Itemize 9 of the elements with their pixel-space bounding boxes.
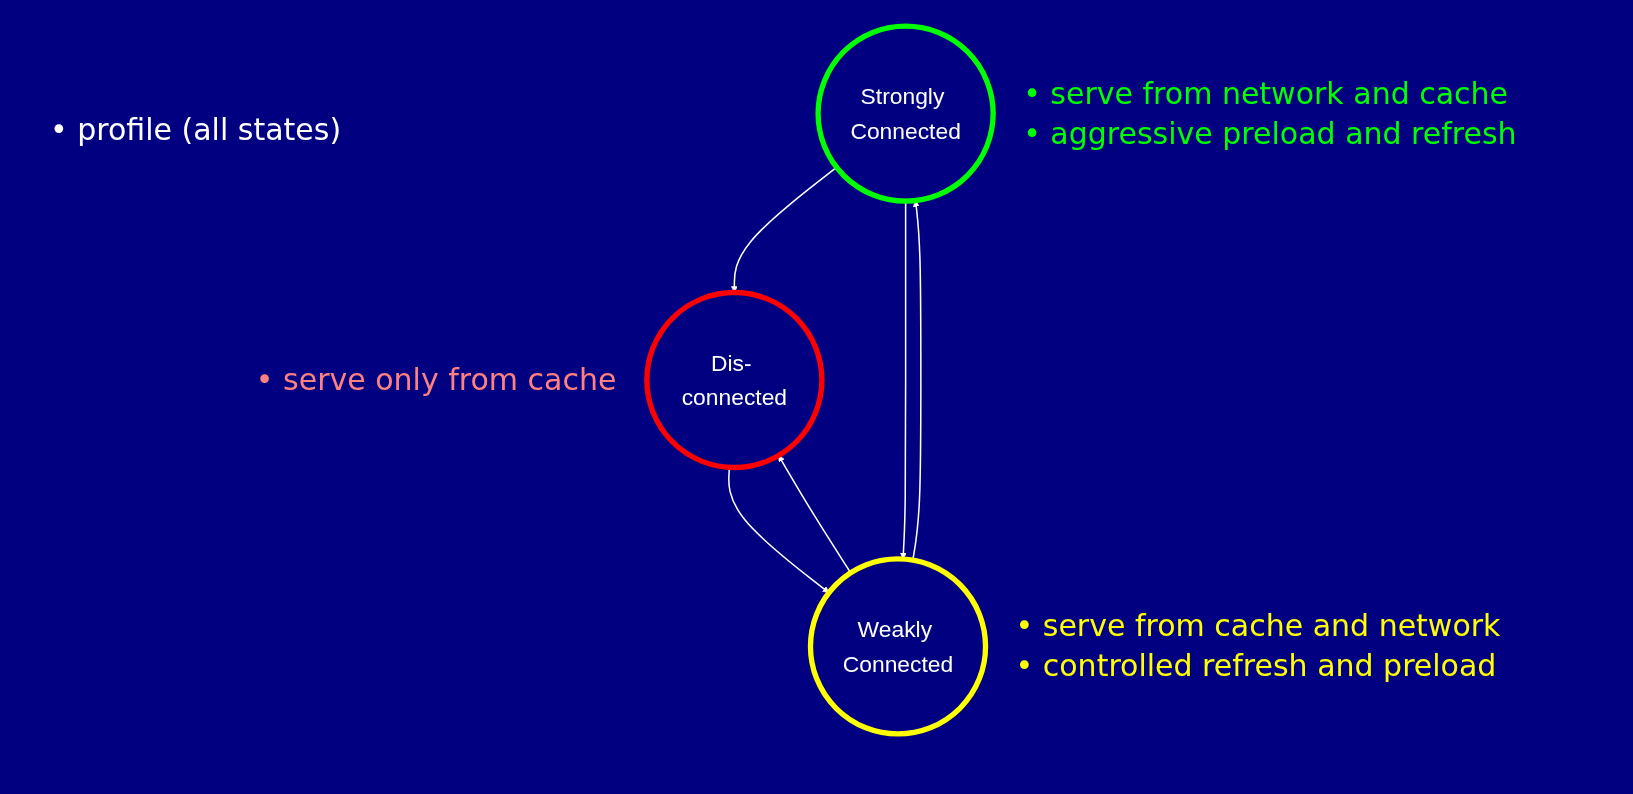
bullet-text: • controlled refresh and preload bbox=[1015, 647, 1497, 686]
note-text: • profile (all states) bbox=[50, 111, 342, 149]
node-circle: Weakly Connected bbox=[807, 556, 989, 737]
bullet-text: • serve from cache and network bbox=[1015, 607, 1501, 646]
node-circle: Dis- connected bbox=[644, 289, 825, 471]
node-circle: Strongly Connected bbox=[815, 23, 996, 204]
bullet-text: • serve only from cache bbox=[255, 361, 617, 399]
bullet-text: • serve from network and cache bbox=[1023, 74, 1509, 113]
bullet-text: • aggressive preload and refresh bbox=[1023, 114, 1517, 153]
